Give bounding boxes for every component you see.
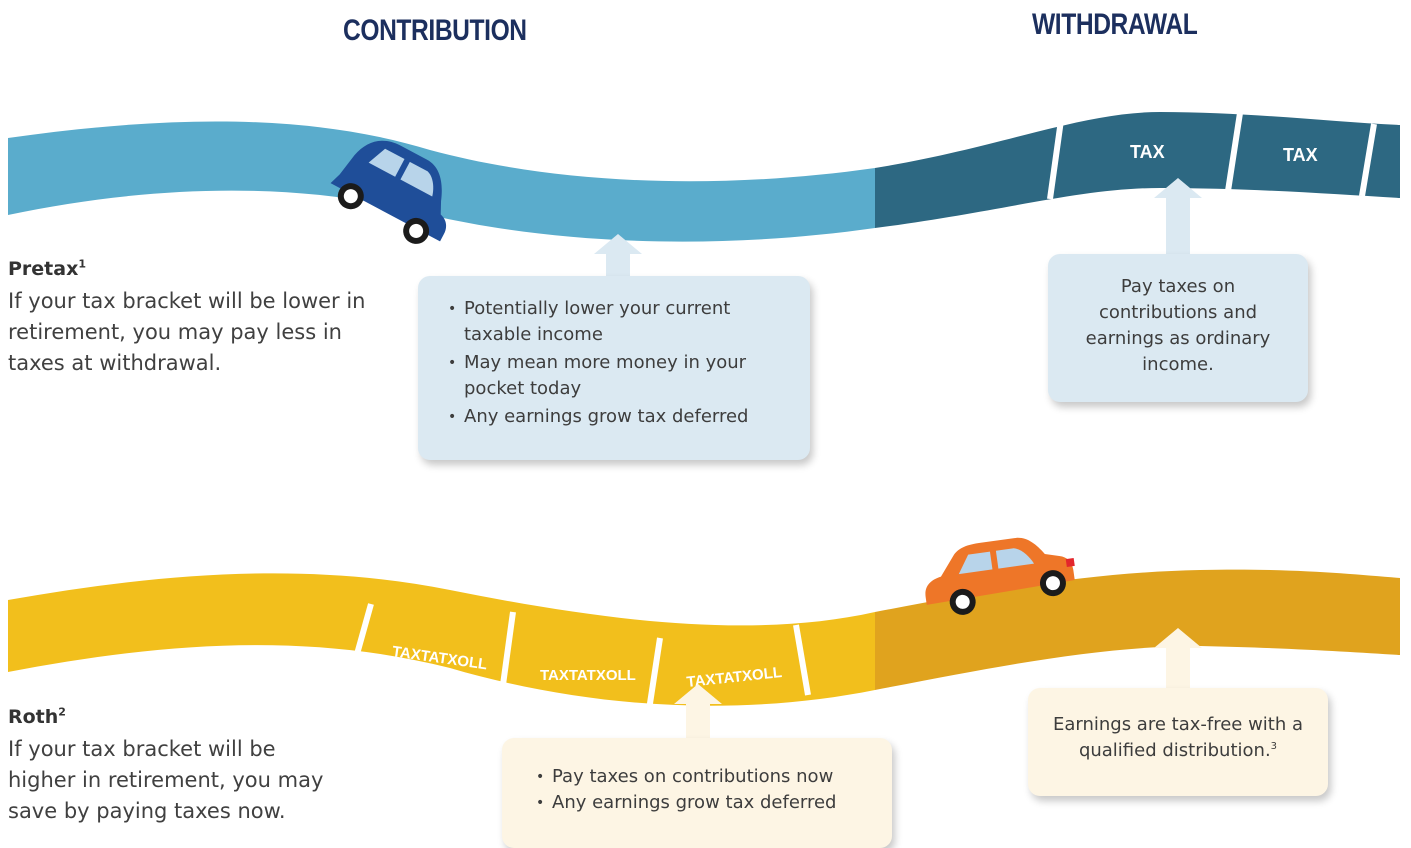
list-item: Potentially lower your current taxable i… bbox=[448, 296, 788, 348]
pretax-road-withdrawal bbox=[875, 112, 1400, 228]
list-item: Pay taxes on contributions now bbox=[536, 764, 872, 790]
orange-car-icon bbox=[925, 537, 1075, 615]
pretax-footnote: 1 bbox=[78, 257, 86, 271]
pretax-title: Pretax1 bbox=[8, 258, 86, 280]
pretax-road-contribution bbox=[8, 121, 875, 242]
pretax-road-label: TAX bbox=[1283, 145, 1318, 165]
roth-contribution-card: Pay taxes on contributions now Any earni… bbox=[502, 738, 892, 848]
roth-footnote: 2 bbox=[58, 705, 66, 719]
roth-road-withdrawal bbox=[875, 569, 1400, 690]
toll-divider bbox=[1225, 112, 1243, 192]
list-item: May mean more money in your pocket today bbox=[448, 350, 788, 402]
withdrawal-card-footnote: 3 bbox=[1270, 741, 1278, 752]
pretax-description: If your tax bracket will be lower in ret… bbox=[8, 289, 366, 375]
list-item: Any earnings grow tax deferred bbox=[536, 790, 872, 816]
withdrawal-header: WITHDRAWAL bbox=[1032, 8, 1198, 41]
withdrawal-card-text: Pay taxes on contributions and earnings … bbox=[1085, 276, 1271, 375]
roth-description: If your tax bracket will be higher in re… bbox=[8, 737, 324, 823]
contribution-header: CONTRIBUTION bbox=[343, 14, 527, 47]
pretax-withdrawal-card: Pay taxes on contributions and earnings … bbox=[1048, 254, 1308, 402]
pretax-title-text: Pretax bbox=[8, 258, 79, 280]
toll-divider bbox=[646, 637, 663, 711]
roth-road-label: TAXTATXOLL bbox=[540, 667, 636, 684]
up-arrow-icon bbox=[1154, 178, 1202, 260]
up-arrow-icon bbox=[594, 234, 642, 282]
withdrawal-card-body: Earnings are tax-free with a qualified d… bbox=[1052, 714, 1304, 761]
list-item: Any earnings grow tax deferred bbox=[448, 404, 788, 430]
roth-road-contribution bbox=[8, 573, 875, 706]
pretax-road-label: TAX bbox=[1130, 142, 1165, 162]
toll-divider bbox=[1359, 123, 1377, 197]
up-arrow-icon bbox=[1154, 628, 1202, 696]
blue-car-icon bbox=[330, 140, 447, 244]
roth-withdrawal-card: Earnings are tax-free with a qualified d… bbox=[1028, 688, 1328, 796]
toll-divider bbox=[793, 624, 811, 696]
pretax-contribution-card: Potentially lower your current taxable i… bbox=[418, 276, 810, 460]
toll-divider bbox=[349, 603, 374, 673]
toll-divider bbox=[499, 611, 516, 693]
toll-divider bbox=[1047, 112, 1065, 200]
roth-title: Roth2 bbox=[8, 706, 66, 728]
withdrawal-card-text: Earnings are tax-free with a qualified d… bbox=[1048, 712, 1308, 764]
roth-title-text: Roth bbox=[8, 706, 59, 728]
up-arrow-icon bbox=[674, 684, 722, 742]
